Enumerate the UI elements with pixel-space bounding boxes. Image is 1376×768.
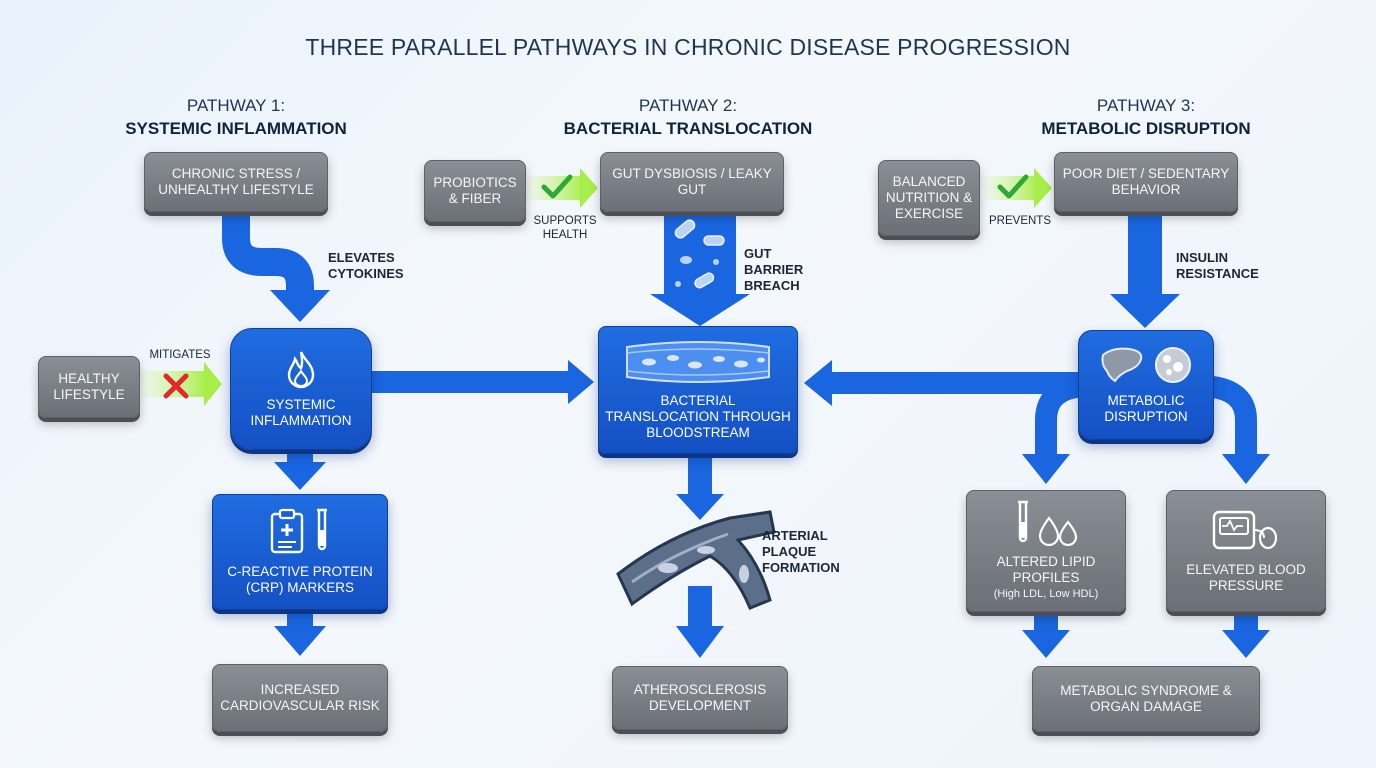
liver-icon (1101, 347, 1143, 383)
mitigates-label: MITIGATES (149, 349, 211, 361)
cross-icon (163, 373, 189, 399)
balanced-nutrition-label: BALANCED NUTRITION & EXERCISE (885, 174, 973, 221)
insulin-resistance-label: INSULIN RESISTANCE (1176, 250, 1259, 281)
elevates-cytokines-label: ELEVATES CYTOKINES (328, 250, 404, 281)
pathway-2-name: BACTERIAL TRANSLOCATION (563, 119, 813, 138)
probiotics-fiber-label: PROBIOTICS & FIBER (433, 175, 517, 206)
prevents-label: PREVENTS (989, 215, 1051, 227)
crp-markers-label: C-REACTIVE PROTEIN (CRP) MARKERS (227, 564, 373, 595)
blood-pressure-label: ELEVATED BLOOD PRESSURE (1186, 562, 1306, 593)
pathway-1-header: PATHWAY 1: SYSTEMIC INFLAMMATION (86, 96, 386, 139)
atherosclerosis-box: ATHEROSCLEROSIS DEVELOPMENT (612, 666, 788, 730)
arrow-inflammation-to-translocation (568, 360, 594, 404)
check-icon (997, 174, 1029, 199)
pathway-3-name: METABOLIC DISRUPTION (1041, 119, 1251, 138)
arterial-plaque-label: ARTERIAL PLAQUE FORMATION (762, 528, 840, 575)
pathway-3-header: PATHWAY 3: METABOLIC DISRUPTION (996, 96, 1296, 139)
pathway-2-header: PATHWAY 2: BACTERIAL TRANSLOCATION (538, 96, 838, 139)
artery-icon (616, 510, 776, 610)
metabolic-syndrome-box: METABOLIC SYNDROME & ORGAN DAMAGE (1032, 666, 1260, 732)
bacteria-icon (674, 219, 725, 289)
clipboard-icon (270, 508, 304, 554)
systemic-inflammation-label: SYSTEMIC INFLAMMATION (250, 397, 352, 428)
stress-lifestyle-label: CHRONIC STRESS / UNHEALTHY LIFESTYLE (158, 166, 314, 197)
arrow-inflammation-to-crp (274, 462, 326, 490)
poor-diet-box: POOR DIET / SEDENTARY BEHAVIOR (1054, 152, 1238, 212)
bacterial-translocation-label: BACTERIAL TRANSLOCATION THROUGH BLOODSTR… (605, 393, 791, 440)
crp-markers-box: C-REACTIVE PROTEIN (CRP) MARKERS (212, 494, 388, 610)
blood-vessel-icon (626, 341, 770, 383)
arrow-lipids-to-syndrome (1022, 630, 1070, 658)
fat-cell-icon (1155, 347, 1191, 383)
pathway-3-number: PATHWAY 3: (1096, 96, 1196, 115)
stress-lifestyle-box: CHRONIC STRESS / UNHEALTHY LIFESTYLE (144, 152, 328, 212)
arrow-stress-to-inflammation (222, 214, 314, 292)
pathway-2-number: PATHWAY 2: (638, 96, 738, 115)
systemic-inflammation-box: SYSTEMIC INFLAMMATION (230, 328, 372, 450)
arrow-gut-to-translocation (650, 294, 750, 326)
test-tube-icon (1018, 500, 1028, 543)
metabolic-disruption-box: METABOLIC DISRUPTION (1078, 330, 1214, 440)
arrow-translocation-to-plaque (676, 494, 724, 520)
cardiovascular-risk-box: INCREASED CARDIOVASCULAR RISK (212, 664, 388, 732)
lipid-detail-label: (High LDL, Low HDL) (993, 588, 1099, 600)
diagram-title: THREE PARALLEL PATHWAYS IN CHRONIC DISEA… (305, 34, 1071, 60)
altered-lipid-label: ALTERED LIPID PROFILES (996, 554, 1096, 585)
pathway-1-name: SYSTEMIC INFLAMMATION (125, 119, 347, 138)
arrow-bp-to-syndrome (1222, 630, 1270, 658)
test-tube-icon (317, 508, 327, 551)
supports-health-label: SUPPORTS HEALTH (533, 215, 597, 241)
poor-diet-label: POOR DIET / SEDENTARY BEHAVIOR (1062, 166, 1230, 197)
blood-pressure-monitor-icon (1212, 510, 1278, 550)
arrow-plaque-to-atherosclerosis (676, 626, 724, 658)
atherosclerosis-label: ATHEROSCLEROSIS DEVELOPMENT (633, 682, 767, 713)
gut-dysbiosis-label: GUT DYSBIOSIS / LEAKY GUT (612, 166, 772, 197)
flame-icon (287, 351, 315, 389)
balanced-nutrition-box: BALANCED NUTRITION & EXERCISE (878, 160, 980, 236)
bacterial-translocation-box: BACTERIAL TRANSLOCATION THROUGH BLOODSTR… (598, 326, 798, 454)
check-icon (541, 174, 573, 199)
metabolic-syndrome-label: METABOLIC SYNDROME & ORGAN DAMAGE (1060, 683, 1232, 714)
cardiovascular-risk-label: INCREASED CARDIOVASCULAR RISK (220, 682, 380, 713)
arrow-head (270, 290, 330, 322)
arrow-diet-to-metabolic (1110, 294, 1180, 328)
healthy-lifestyle-box: HEALTHY LIFESTYLE (38, 356, 140, 418)
gut-barrier-breach-label: GUT BARRIER BREACH (744, 246, 804, 293)
arrow-metabolic-to-translocation (804, 360, 832, 406)
blood-pressure-box: ELEVATED BLOOD PRESSURE (1166, 490, 1326, 612)
gut-dysbiosis-box: GUT DYSBIOSIS / LEAKY GUT (600, 152, 784, 212)
arrow-crp-to-risk (274, 626, 326, 656)
droplet-icon (1038, 516, 1078, 546)
probiotics-fiber-box: PROBIOTICS & FIBER (424, 160, 526, 222)
pathway-1-number: PATHWAY 1: (186, 96, 286, 115)
healthy-lifestyle-label: HEALTHY LIFESTYLE (53, 371, 125, 402)
altered-lipid-box: ALTERED LIPID PROFILES (High LDL, Low HD… (966, 490, 1126, 612)
metabolic-disruption-label: METABOLIC DISRUPTION (1104, 393, 1188, 424)
